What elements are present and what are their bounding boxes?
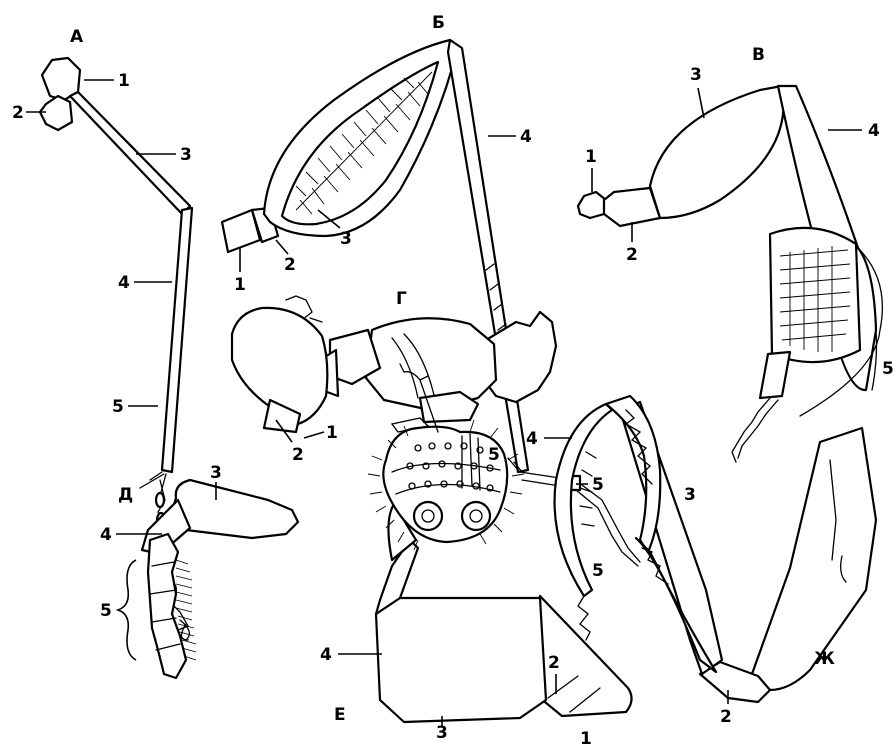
- label-a-3: 3: [180, 145, 192, 165]
- panel-letter-e: Е: [334, 705, 346, 725]
- label-zh-4: 4: [526, 429, 538, 449]
- label-b-4: 4: [520, 127, 532, 147]
- label-a-2: 2: [12, 103, 24, 123]
- label-a-5: 5: [112, 397, 124, 417]
- label-v-4: 4: [868, 121, 880, 141]
- label-e-5: 5: [488, 445, 500, 465]
- label-d-4: 4: [100, 525, 112, 545]
- label-zh-2: 2: [720, 707, 732, 727]
- label-e-2: 2: [548, 653, 560, 673]
- label-e-4: 4: [320, 645, 332, 665]
- label-v-3: 3: [690, 65, 702, 85]
- label-v-1: 1: [585, 147, 597, 167]
- panel-letter-zh: Ж: [814, 649, 835, 669]
- label-b-3: 3: [340, 229, 352, 249]
- panel-letter-d: Д: [118, 485, 133, 505]
- label-d-3: 3: [210, 463, 222, 483]
- panel-letter-g: Г: [396, 289, 407, 309]
- label-d-1: 1: [326, 423, 338, 443]
- panel-letter-a: А: [70, 27, 84, 47]
- label-v-5: 5: [882, 359, 894, 379]
- label-zh-3: 3: [684, 485, 696, 505]
- leg-d: Д 1 2 3 4 5: [100, 308, 338, 678]
- label-b-2: 2: [284, 255, 296, 275]
- label-v-2: 2: [626, 245, 638, 265]
- panel-letter-v: В: [752, 45, 765, 65]
- label-b-5: 5: [592, 475, 604, 495]
- label-d-2: 2: [292, 445, 304, 465]
- label-b-1: 1: [234, 275, 246, 295]
- label-d-5: 5: [100, 601, 112, 621]
- label-a-1: 1: [118, 71, 130, 91]
- label-zh-5: 5: [592, 561, 604, 581]
- panel-letter-b: Б: [432, 13, 445, 33]
- label-a-4: 4: [118, 273, 130, 293]
- label-e-1: 1: [580, 729, 592, 744]
